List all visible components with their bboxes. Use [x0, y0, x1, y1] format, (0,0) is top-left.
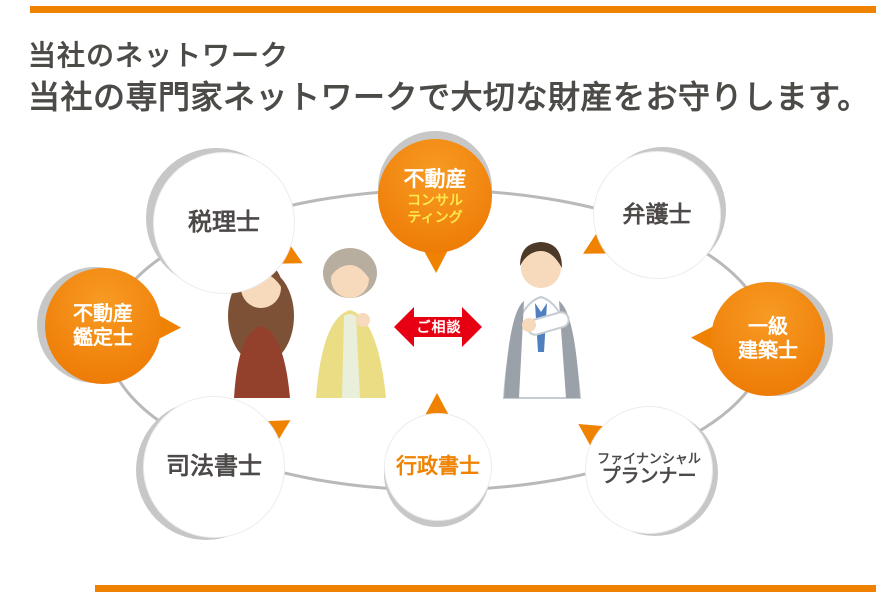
node-lawyer: 弁護士	[593, 151, 721, 279]
node-judicial-scrivener: 司法書士	[143, 396, 285, 538]
node-administrative-scrivener-label: 行政書士	[396, 455, 480, 479]
node-lawyer-label: 弁護士	[622, 201, 692, 228]
node-real-estate-consulting: 不動産 コンサル ティング	[378, 139, 492, 253]
consult-arrow-label: ご相談	[416, 319, 462, 335]
node-re-consulting-line3: ティング	[407, 208, 463, 225]
node-financial-planner: ファイナンシャル プランナー	[585, 406, 713, 534]
bottom-accent-bar	[95, 585, 876, 592]
clients-illustration	[228, 248, 386, 398]
node-tax-accountant: 税理士	[153, 152, 295, 294]
consultant-illustration	[502, 242, 582, 399]
node-re-appraiser-line2: 鑑定士	[73, 327, 133, 349]
page-subtitle: 当社の専門家ネットワークで大切な財産をお守りします。	[28, 79, 870, 115]
consult-arrow	[394, 307, 482, 347]
node-financial-planner-line2: プランナー	[601, 466, 697, 488]
node-tax-accountant-label: 税理士	[188, 208, 260, 236]
node-financial-planner-line1: ファイナンシャル	[597, 450, 701, 466]
top-accent-bar	[30, 6, 876, 13]
node-re-appraiser-line1: 不動産	[73, 303, 133, 325]
node-re-consulting-line2: コンサル	[407, 191, 463, 208]
node-administrative-scrivener: 行政書士	[384, 413, 492, 521]
node-judicial-scrivener-label: 司法書士	[166, 452, 262, 480]
node-re-consulting-line1: 不動産	[403, 167, 467, 191]
node-real-estate-appraiser: 不動産 鑑定士	[45, 268, 161, 384]
node-architect-line1: 一級	[748, 316, 788, 338]
page-title: 当社のネットワーク	[28, 40, 290, 71]
node-architect-line2: 建築士	[738, 340, 798, 362]
node-first-class-architect: 一級 建築士	[711, 282, 825, 396]
